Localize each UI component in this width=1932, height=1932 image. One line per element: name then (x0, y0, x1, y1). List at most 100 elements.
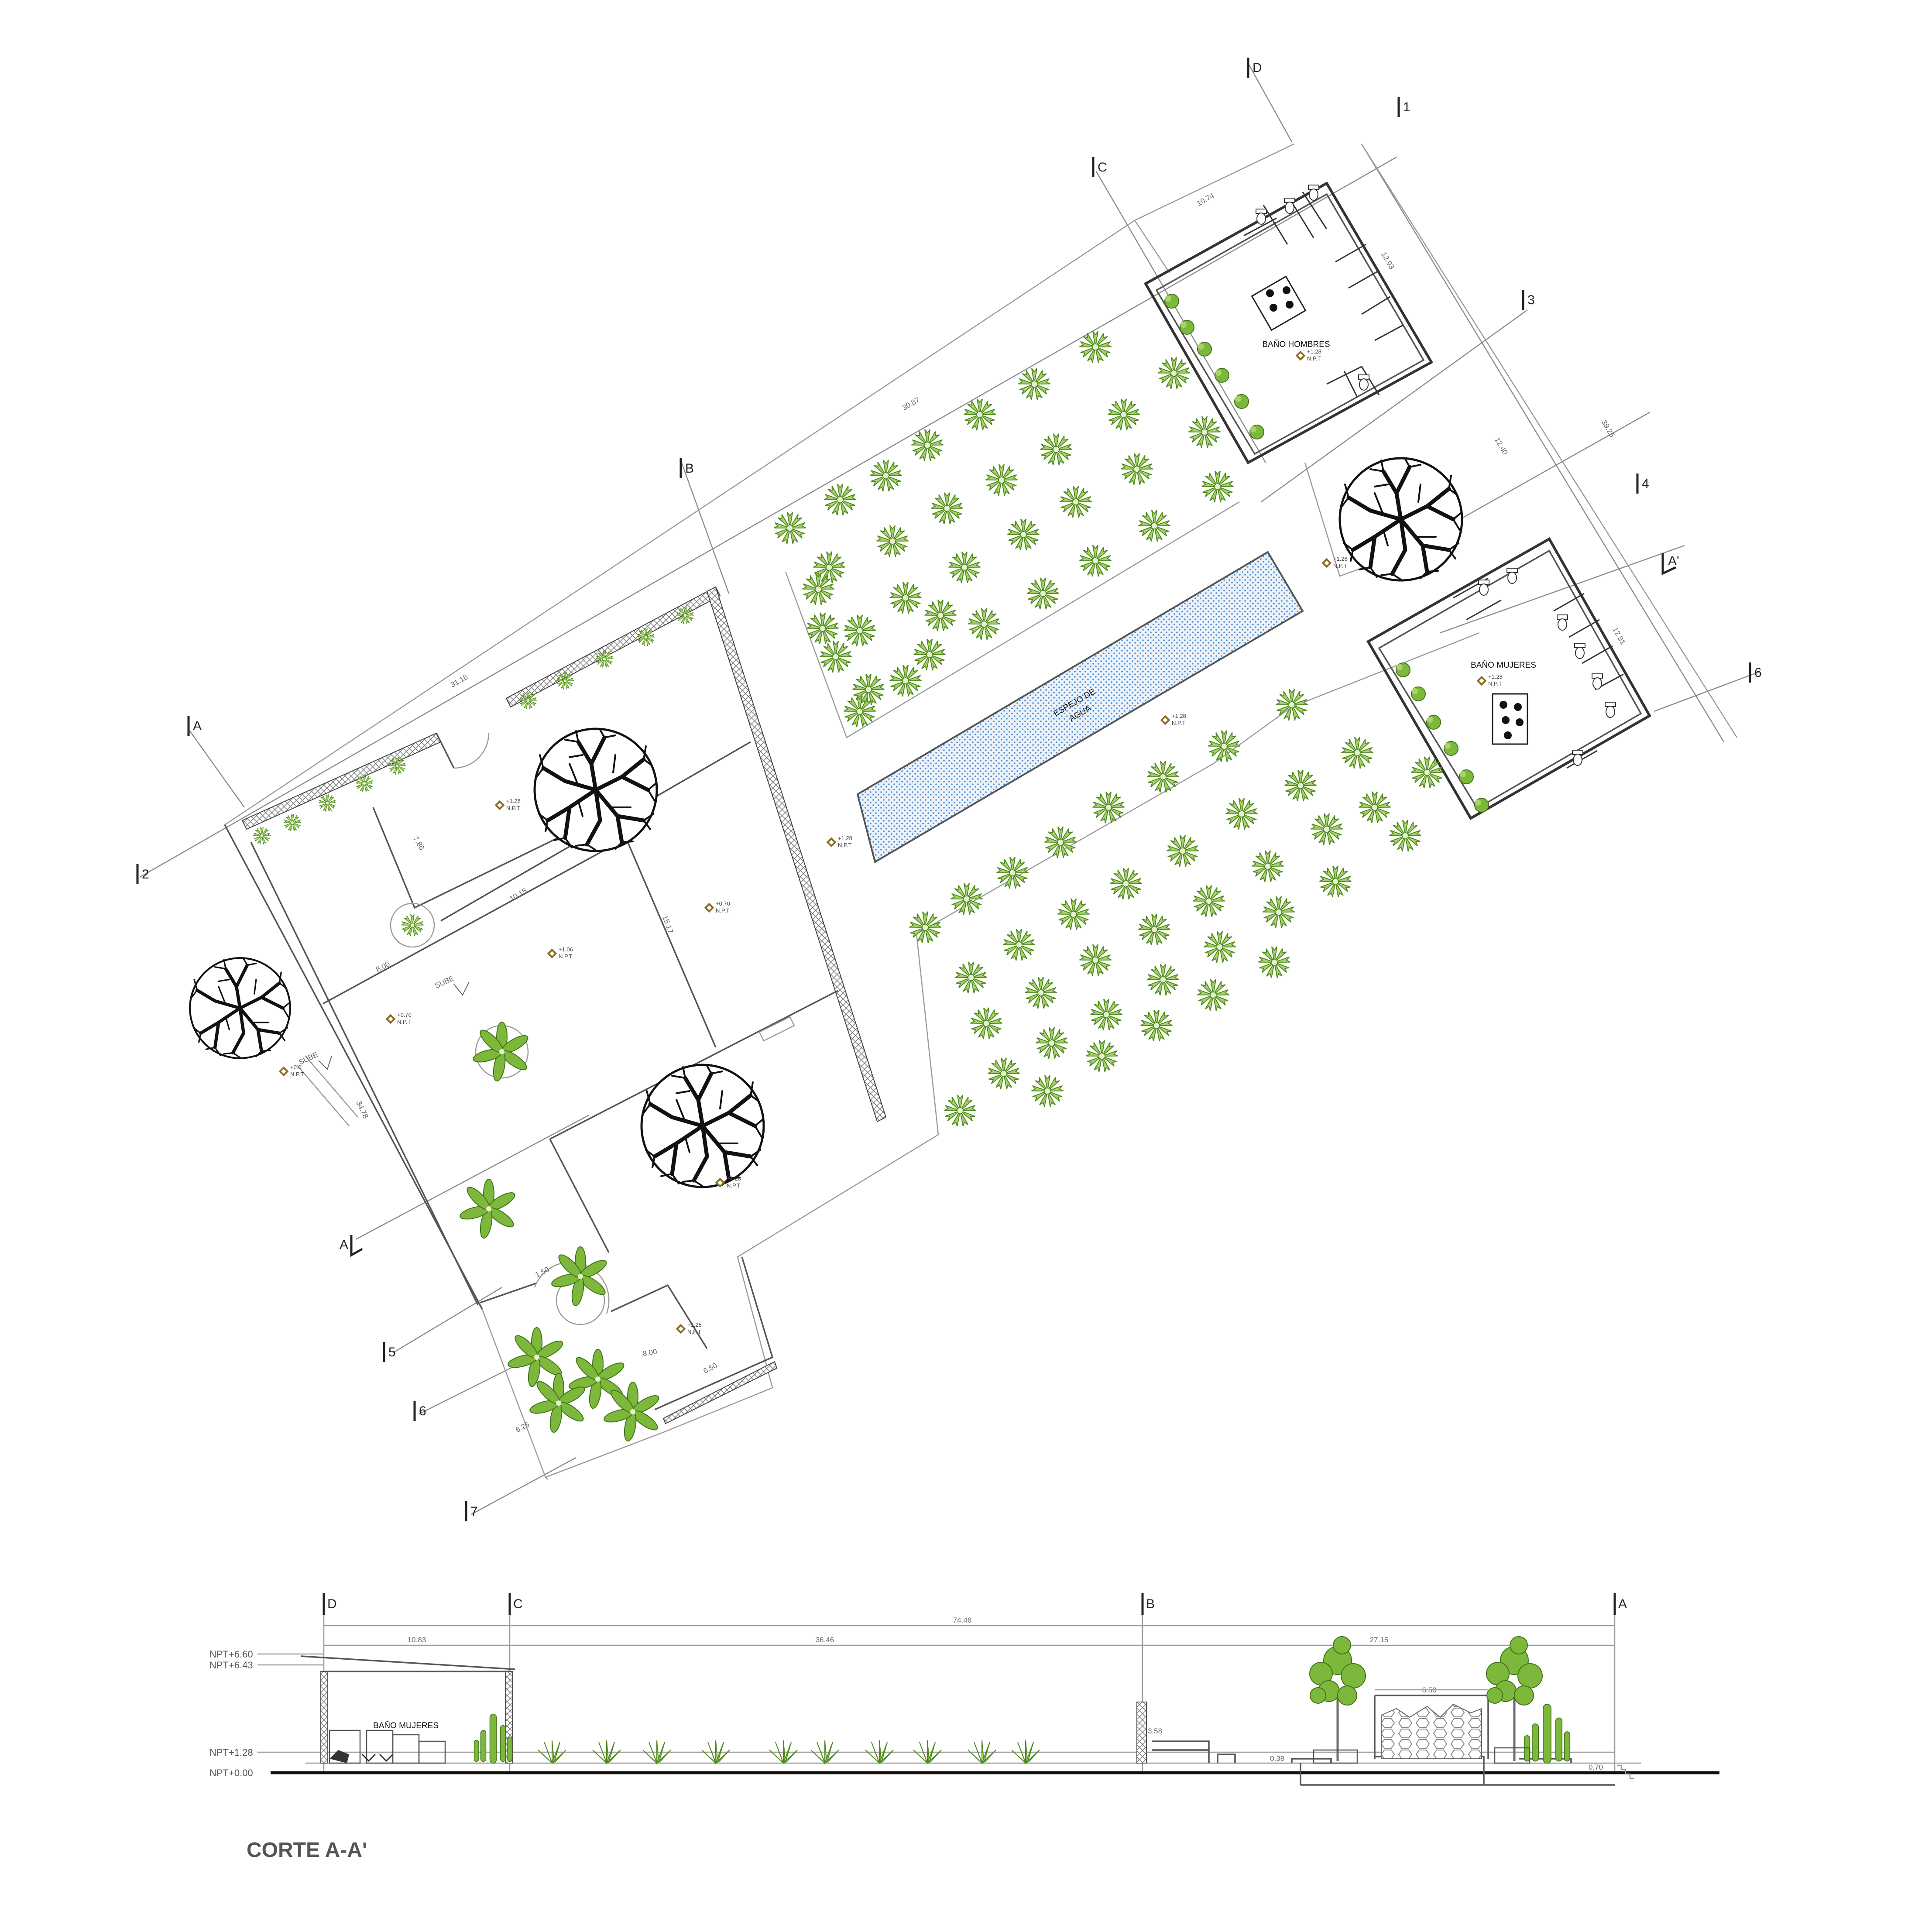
axis-label-4: 4 (1642, 477, 1649, 491)
axis-label-3: 3 (1527, 293, 1535, 307)
level-label: NPT+0.00 (209, 1767, 253, 1778)
svg-text:N.P.T: N.P.T (559, 953, 573, 960)
section-axis-a: A (1618, 1597, 1627, 1611)
svg-text:N.P.T: N.P.T (727, 1182, 741, 1189)
toilet-icon (1605, 702, 1616, 718)
svg-text:N.P.T: N.P.T (506, 805, 520, 811)
level-marker: +1.06 N.P.T (547, 946, 573, 960)
tree-icon (642, 1065, 764, 1187)
dimension-label: 10.74 (1195, 191, 1215, 208)
stair-label: SUBE (434, 974, 456, 990)
svg-text:+1.28: +1.28 (506, 798, 521, 804)
dimension-label: 12.40 (1493, 436, 1510, 456)
axis-label-d: D (1253, 61, 1262, 75)
section-tree (1310, 1637, 1366, 1761)
section-bathroom-label: BAÑO MUJERES (373, 1721, 439, 1730)
axis-label-7: 7 (470, 1504, 478, 1519)
tree-icon (190, 958, 290, 1058)
section-view: D C B A 74.46 10.83 36.46 27.15 6.50 3.5… (209, 1593, 1719, 1862)
dimension-label: 31.18 (449, 673, 469, 689)
toilet-icon (1284, 198, 1295, 214)
svg-text:N.P.T: N.P.T (1488, 680, 1502, 687)
section-axis-d: D (327, 1597, 337, 1611)
dimension-label: 8.00 (642, 1347, 658, 1358)
svg-text:N.P.T: N.P.T (716, 907, 730, 914)
women-bathroom-planter (1396, 662, 1489, 813)
dimension-label: 30.87 (901, 395, 921, 412)
svg-text:N.P.T: N.P.T (687, 1328, 701, 1335)
men-bathroom: BAÑO HOMBRES (1143, 181, 1434, 465)
svg-text:+0.70: +0.70 (397, 1012, 412, 1018)
section-title: CORTE A-A' (247, 1839, 367, 1862)
svg-text:N.P.T: N.P.T (838, 842, 852, 848)
axis-label-b: B (685, 461, 694, 476)
level-label: NPT+6.60 (209, 1649, 253, 1660)
level-marker: +1.28 N.P.T (1295, 348, 1321, 362)
toilet-icon (1308, 185, 1319, 201)
section-dim-c-b: 36.46 (816, 1636, 834, 1644)
level-marker: +1.28 N.P.T (1476, 673, 1503, 687)
level-marker: +1.28 N.P.T (494, 798, 521, 811)
women-bathroom: BAÑO MUJERES (1366, 537, 1652, 820)
dimension-label: 7.86 (412, 835, 426, 851)
svg-text:+1.28: +1.28 (1307, 348, 1321, 355)
toilet-icon (1557, 614, 1568, 631)
svg-text:N.P.T: N.P.T (1307, 355, 1321, 362)
toilet-icon (1506, 568, 1518, 584)
toilet-icon (1592, 673, 1603, 690)
section-axis-b: B (1146, 1597, 1155, 1611)
section-dim-h2: 0.38 (1270, 1754, 1284, 1763)
toilet-icon (1572, 750, 1583, 766)
section-dim-d-c: 10.83 (408, 1636, 426, 1644)
level-label: NPT+6.43 (209, 1660, 253, 1671)
dimension-label: 6.50 (702, 1361, 718, 1375)
svg-text:+1.28: +1.28 (687, 1321, 702, 1328)
tree-icon (535, 729, 657, 851)
axis-label-1: 1 (1403, 100, 1410, 114)
axis-label-a-bottom: A (340, 1238, 348, 1252)
section-terrace (1136, 1637, 1634, 1786)
section-dim-b-a: 27.15 (1370, 1636, 1389, 1644)
svg-text:+1.28: +1.28 (1488, 673, 1503, 680)
svg-text:+1.28: +1.28 (838, 835, 852, 841)
level-marker: +0.0 N.P.T (278, 1064, 304, 1078)
level-marker: +0.70 N.P.T (385, 1012, 412, 1025)
svg-text:N.P.T: N.P.T (1172, 720, 1186, 726)
section-dim-h1: 3.58 (1148, 1727, 1162, 1735)
women-bathroom-label: BAÑO MUJERES (1471, 660, 1536, 670)
plan-grid-lines (139, 63, 1759, 1515)
svg-text:N.P.T: N.P.T (290, 1071, 304, 1078)
level-marker: +0.70 N.P.T (704, 900, 730, 914)
svg-text:N.P.T: N.P.T (1333, 563, 1347, 569)
section-dimensions: 74.46 10.83 36.46 27.15 6.50 3.58 0.38 0… (324, 1616, 1615, 1771)
men-bathroom-label: BAÑO HOMBRES (1262, 340, 1330, 349)
svg-text:N.P.T: N.P.T (397, 1019, 411, 1025)
plan-level-markers: +1.28 N.P.T +1.28 N.P.T +1.28 N.P.T +1.2… (278, 348, 1503, 1335)
dimension-label: 1.50 (534, 1265, 550, 1279)
level-marker: +1.28 N.P.T (1321, 556, 1348, 569)
axis-label-c: C (1098, 160, 1107, 175)
level-marker: +1.28 N.P.T (826, 835, 852, 848)
section-dim-total: 74.46 (953, 1616, 972, 1624)
axis-label-6-right: 6 (1754, 666, 1762, 680)
svg-text:+1.28: +1.28 (727, 1175, 741, 1182)
svg-text:+1.28: +1.28 (1172, 713, 1186, 719)
toilet-icon (1358, 374, 1369, 391)
axis-label-a-left: A (193, 719, 202, 733)
level-marker: +1.28 N.P.T (1160, 713, 1186, 726)
axis-label-a-prime: A' (1668, 554, 1679, 568)
site-outline (224, 143, 1738, 1480)
axis-label-6-left: 6 (419, 1404, 426, 1418)
toilet-icon (1478, 580, 1489, 596)
section-axis-c: C (513, 1597, 523, 1611)
section-dim-h3: 0.70 (1589, 1763, 1603, 1771)
svg-text:+1.28: +1.28 (1333, 556, 1348, 562)
axis-label-5: 5 (388, 1345, 396, 1359)
toilet-icon (1574, 643, 1585, 659)
dimension-label: 39.25 (1600, 419, 1616, 439)
plan-axis-labels: D 1 C 3 B 4 A' 6 A 2 A 5 6 7 (136, 58, 1762, 1521)
toilet-icon (1256, 209, 1267, 225)
svg-text:+0.70: +0.70 (716, 900, 730, 907)
water-mirror: ESPEJO DE AGUA (856, 551, 1304, 864)
